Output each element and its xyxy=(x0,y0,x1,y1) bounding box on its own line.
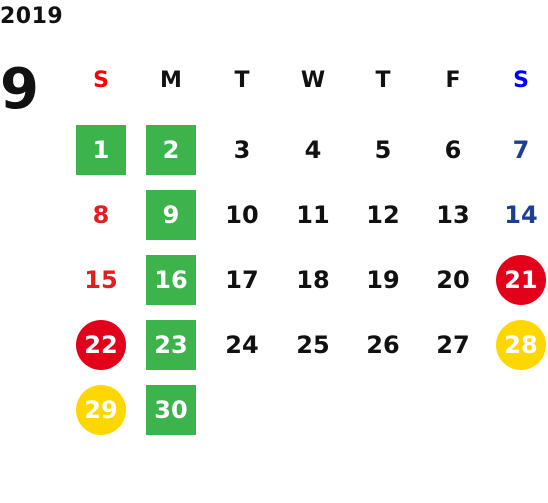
day-cell-18[interactable]: 18 xyxy=(296,266,330,294)
day-cell-30[interactable]: 30 xyxy=(146,385,196,435)
day-cell-5[interactable]: 5 xyxy=(374,136,392,164)
day-cell-4[interactable]: 4 xyxy=(304,136,322,164)
weekday-header-thu: T xyxy=(375,68,391,93)
day-cell-3[interactable]: 3 xyxy=(233,136,251,164)
day-cell-22[interactable]: 22 xyxy=(76,320,126,370)
day-cell-23[interactable]: 23 xyxy=(146,320,196,370)
day-cell-12[interactable]: 12 xyxy=(366,201,400,229)
day-cell-17[interactable]: 17 xyxy=(225,266,259,294)
day-cell-24[interactable]: 24 xyxy=(225,331,259,359)
day-cell-20[interactable]: 20 xyxy=(436,266,470,294)
day-cell-2[interactable]: 2 xyxy=(146,125,196,175)
day-cell-25[interactable]: 25 xyxy=(296,331,330,359)
month-number: 9 xyxy=(0,57,39,122)
day-cell-1[interactable]: 1 xyxy=(76,125,126,175)
day-cell-10[interactable]: 10 xyxy=(225,201,259,229)
weekday-header-wed: W xyxy=(300,68,326,93)
day-cell-16[interactable]: 16 xyxy=(146,255,196,305)
day-cell-13[interactable]: 13 xyxy=(436,201,470,229)
weekday-header-tue: T xyxy=(234,68,250,93)
year-label: 2019 xyxy=(0,4,64,29)
day-cell-9[interactable]: 9 xyxy=(146,190,196,240)
day-cell-27[interactable]: 27 xyxy=(436,331,470,359)
day-cell-28[interactable]: 28 xyxy=(496,320,546,370)
weekday-header-mon: M xyxy=(160,68,182,93)
day-cell-26[interactable]: 26 xyxy=(366,331,400,359)
day-cell-11[interactable]: 11 xyxy=(296,201,330,229)
day-cell-14[interactable]: 14 xyxy=(504,201,538,229)
day-cell-7[interactable]: 7 xyxy=(512,136,530,164)
weekday-header-fri: F xyxy=(445,68,461,93)
day-cell-29[interactable]: 29 xyxy=(76,385,126,435)
day-cell-8[interactable]: 8 xyxy=(92,201,110,229)
day-cell-6[interactable]: 6 xyxy=(444,136,462,164)
day-cell-19[interactable]: 19 xyxy=(366,266,400,294)
day-cell-21[interactable]: 21 xyxy=(496,255,546,305)
weekday-header-sat: S xyxy=(513,68,529,93)
day-cell-15[interactable]: 15 xyxy=(84,266,118,294)
weekday-header-sun: S xyxy=(93,68,109,93)
